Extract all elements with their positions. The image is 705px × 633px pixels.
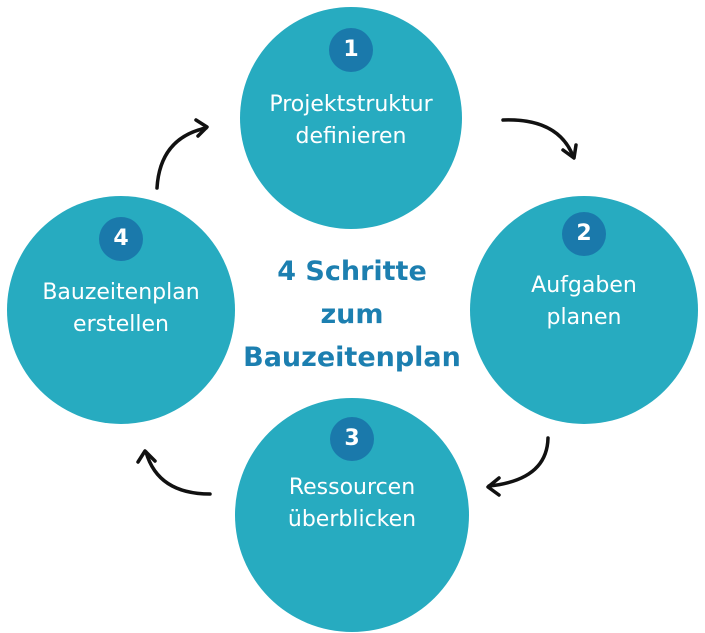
step-label-line: Bauzeitenplan bbox=[42, 280, 200, 305]
title-line: zum bbox=[320, 299, 384, 330]
step-label-line: planen bbox=[546, 305, 622, 330]
arrow-3-to-4 bbox=[136, 449, 212, 496]
title-line: 4 Schritte bbox=[277, 256, 427, 287]
step-label: Projektstruktur definieren bbox=[240, 89, 462, 153]
step-label-line: erstellen bbox=[73, 312, 169, 337]
step-circle-1: 1 Projektstruktur definieren bbox=[240, 7, 462, 229]
step-circle-2: 2 Aufgaben planen bbox=[470, 196, 698, 424]
step-label-line: Aufgaben bbox=[531, 273, 637, 298]
step-label: Ressourcen überblicken bbox=[235, 472, 469, 536]
step-circle-3: 3 Ressourcen überblicken bbox=[235, 398, 469, 632]
step-label-line: überblicken bbox=[287, 507, 417, 532]
step-label: Aufgaben planen bbox=[470, 270, 698, 334]
arrow-2-to-3 bbox=[486, 436, 550, 497]
arrow-4-to-1 bbox=[155, 118, 209, 190]
arrow-1-to-2 bbox=[501, 118, 578, 160]
step-number-badge: 2 bbox=[562, 212, 606, 256]
diagram-title: 4 Schritte zum Bauzeitenplan bbox=[232, 250, 472, 379]
step-number-badge: 1 bbox=[329, 28, 373, 72]
step-number-badge: 3 bbox=[330, 417, 374, 461]
title-line: Bauzeitenplan bbox=[243, 342, 461, 373]
step-label-line: definieren bbox=[295, 124, 407, 149]
step-label-line: Ressourcen bbox=[288, 475, 416, 500]
step-circle-4: 4 Bauzeitenplan erstellen bbox=[7, 196, 235, 424]
step-number-badge: 4 bbox=[99, 217, 143, 261]
step-label-line: Projektstruktur bbox=[269, 92, 433, 117]
step-label: Bauzeitenplan erstellen bbox=[7, 277, 235, 341]
